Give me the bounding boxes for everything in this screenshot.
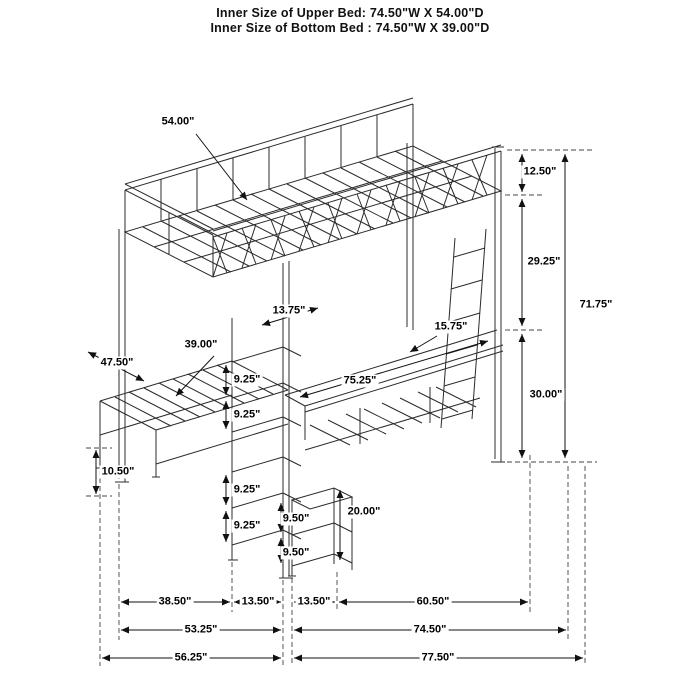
extension-lines <box>86 149 597 666</box>
dim-lower-overall-depth: 47.50" <box>98 356 136 370</box>
dim-width-left: 38.50" <box>156 595 194 609</box>
dim-desk-length: 75.25" <box>341 374 379 388</box>
guard-rails <box>124 97 414 277</box>
dim-width-front-right: 74.50" <box>411 623 449 637</box>
dim-lower-bed-depth: 39.00" <box>182 338 220 352</box>
dim-stand-gap-2: 9.50" <box>280 546 312 560</box>
upper-bunk-deck <box>123 145 503 278</box>
title-bottom-bed-size: Inner Size of Bottom Bed : 74.50"W X 39.… <box>210 21 490 35</box>
dim-rail-offset: 13.75" <box>270 304 308 318</box>
dim-lower-clearance: 30.00" <box>527 388 565 402</box>
title-upper-bed-size: Inner Size of Upper Bed: 74.50"W X 54.00… <box>216 6 484 20</box>
nightstand <box>288 487 354 577</box>
dim-shelf-gap-3: 9.25" <box>231 483 263 497</box>
dimension-lines <box>87 133 583 662</box>
dim-shelf-gap-4: 9.25" <box>231 519 263 533</box>
dim-top-rail-height: 12.50" <box>521 165 559 179</box>
dim-shelf-gap-1: 9.25" <box>231 373 263 387</box>
safety-mesh <box>212 144 502 278</box>
dim-stand-gap-1: 9.50" <box>280 512 312 526</box>
dim-shelf-gap-2: 9.25" <box>231 408 263 422</box>
dim-upper-bed-depth: 54.00" <box>159 115 197 129</box>
dim-upper-section-height: 29.25" <box>525 255 563 269</box>
dim-width-right: 60.50" <box>414 595 452 609</box>
bed-posts <box>115 143 505 483</box>
dim-width-front-left: 53.25" <box>182 623 220 637</box>
desk <box>284 329 504 451</box>
dim-stand-height: 20.00" <box>345 505 383 519</box>
dim-overall-height: 71.75" <box>577 298 615 312</box>
dim-width-overall-left: 56.25" <box>172 651 210 665</box>
dim-lower-rail-height: 10.50" <box>99 465 137 479</box>
dim-width-overall-right: 77.50" <box>419 651 457 665</box>
dim-width-tower: 13.50" <box>239 595 277 609</box>
dim-shelf-depth: 15.75" <box>432 320 470 334</box>
dim-width-stand: 13.50" <box>295 595 333 609</box>
